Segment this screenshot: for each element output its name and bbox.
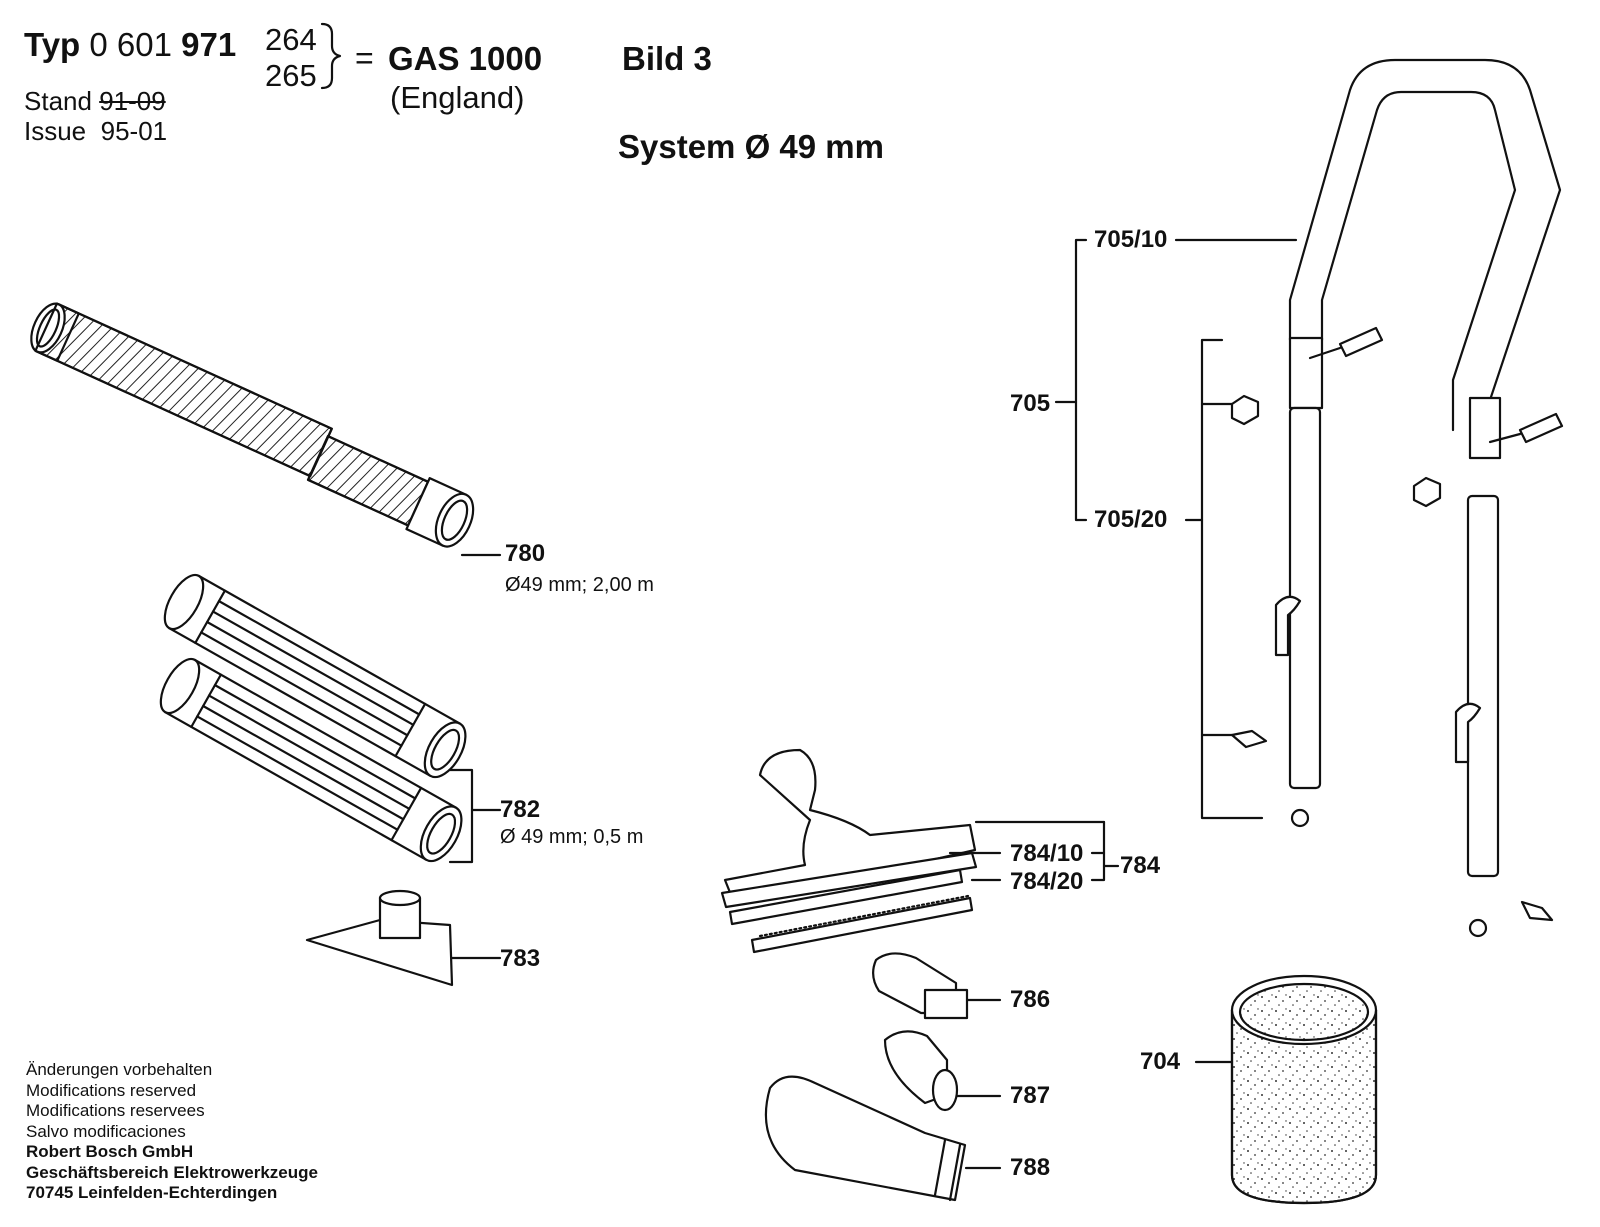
part-784-10-number: 784/10 bbox=[1010, 840, 1084, 867]
floor-tool-784 bbox=[720, 748, 1120, 954]
type-number-prefix: 0 601 bbox=[89, 26, 172, 63]
figure-label: Bild 3 bbox=[622, 40, 712, 77]
filter-basket-704 bbox=[1194, 974, 1378, 1205]
type-number-bold: 971 bbox=[181, 26, 237, 63]
extension-tubes-782 bbox=[159, 573, 502, 864]
issue-line: Issue 95-01 bbox=[24, 116, 167, 147]
equals-sign: = bbox=[355, 40, 374, 76]
country-label: (England) bbox=[390, 80, 525, 115]
part-784-20-number: 784/20 bbox=[1010, 868, 1084, 895]
stand-label: Stand bbox=[24, 86, 92, 116]
part-782-spec: Ø 49 mm; 0,5 m bbox=[500, 826, 644, 848]
hose-780 bbox=[30, 302, 502, 557]
part-705-20-number: 705/20 bbox=[1094, 506, 1168, 533]
footer-notice: Änderungen vorbehalten Modifications res… bbox=[26, 1060, 318, 1204]
part-784-number: 784 bbox=[1120, 852, 1161, 879]
footer-line-de: Änderungen vorbehalten bbox=[26, 1060, 213, 1079]
part-705-number: 705 bbox=[1010, 390, 1051, 417]
part-782-number: 782 bbox=[500, 796, 541, 823]
adapter-787 bbox=[883, 1030, 1002, 1112]
floor-nozzle-783 bbox=[305, 889, 502, 987]
part-780-spec: Ø49 mm; 2,00 m bbox=[505, 574, 654, 596]
handle-705 bbox=[1054, 58, 1564, 938]
variant-264: 264 bbox=[265, 22, 317, 57]
footer-address: 70745 Leinfelden-Echterdingen bbox=[26, 1183, 278, 1202]
part-705-10-number: 705/10 bbox=[1094, 226, 1168, 253]
part-704-number: 704 bbox=[1140, 1048, 1181, 1075]
issue-value: 95-01 bbox=[100, 116, 168, 146]
system-label: System Ø 49 mm bbox=[618, 128, 884, 165]
footer-division: Geschäftsbereich Elektrowerkzeuge bbox=[26, 1162, 318, 1182]
wide-nozzle-788 bbox=[764, 1075, 1002, 1202]
stand-old-value: 91-09 bbox=[99, 86, 166, 116]
variant-brace bbox=[320, 22, 342, 90]
stand-line: Stand 91-09 bbox=[24, 86, 166, 117]
part-786-number: 786 bbox=[1010, 986, 1051, 1013]
footer-line-en: Modifications reserved bbox=[26, 1080, 197, 1100]
part-788-number: 788 bbox=[1010, 1154, 1051, 1181]
type-label: Typ bbox=[24, 26, 81, 63]
type-designation: Typ 0 601 971 bbox=[24, 26, 236, 64]
part-780-number: 780 bbox=[505, 540, 546, 567]
issue-label: Issue bbox=[24, 116, 87, 146]
variant-265: 265 bbox=[265, 58, 317, 93]
footer-line-fr: Modifications reservees bbox=[26, 1101, 205, 1120]
part-783-number: 783 bbox=[500, 945, 541, 972]
upholstery-nozzle-786 bbox=[872, 952, 1002, 1020]
footer-line-es: Salvo modificaciones bbox=[26, 1121, 186, 1141]
model-name: GAS 1000 bbox=[388, 40, 543, 77]
part-787-number: 787 bbox=[1010, 1082, 1051, 1109]
footer-company: Robert Bosch GmbH bbox=[26, 1142, 194, 1161]
